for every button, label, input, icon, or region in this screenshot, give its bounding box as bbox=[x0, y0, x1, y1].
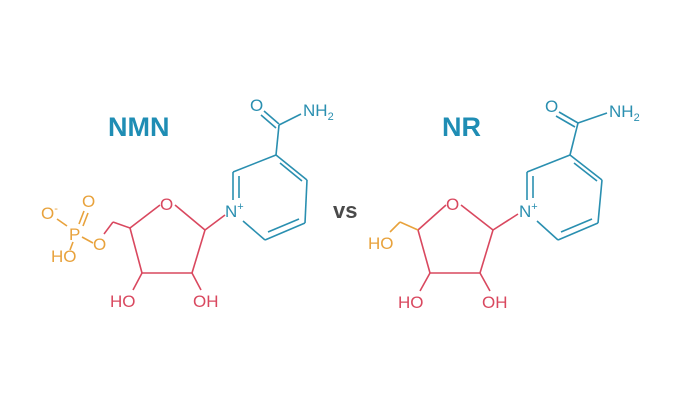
nmn-ring-o: O bbox=[160, 195, 173, 214]
nmn-amide-nh: NH2 bbox=[303, 101, 334, 123]
nmn-hydroxyl-left: HO bbox=[110, 292, 136, 311]
nmn-phosphate bbox=[56, 210, 94, 251]
nmn-title: NMN bbox=[108, 112, 170, 142]
nr-ring-o: O bbox=[446, 195, 459, 214]
nmn-pyridinium-n: N+ bbox=[225, 201, 244, 221]
nmn-ester-o: O bbox=[93, 235, 106, 254]
nr-pyridinium-n: N+ bbox=[519, 201, 538, 221]
nr-title: NR bbox=[442, 112, 481, 142]
nr-nicotinamide bbox=[526, 111, 608, 241]
nr-amide-nh: NH2 bbox=[609, 102, 640, 124]
nmn-phosphate-o-double: O bbox=[82, 192, 95, 211]
nr-ribose bbox=[417, 204, 519, 292]
nr-hydroxyl-right: OH bbox=[482, 293, 508, 312]
nmn-phosphate-ho: HO bbox=[51, 247, 77, 266]
nr-primary-alcohol-bond bbox=[389, 221, 419, 233]
nmn-hydroxyl-right: OH bbox=[193, 292, 219, 311]
nr-molecule: NR O NH2 N+ bbox=[368, 97, 640, 312]
nmn-nicotinamide bbox=[232, 110, 308, 241]
nmn-molecule: NMN O NH2 N+ bbox=[41, 96, 334, 311]
nr-hydroxyl-left: HO bbox=[398, 293, 424, 312]
nr-primary-ho: HO bbox=[368, 234, 394, 253]
nmn-phosphate-p: P bbox=[69, 225, 80, 244]
nr-carbonyl-o: O bbox=[545, 97, 558, 116]
nmn-carbonyl-o: O bbox=[250, 96, 263, 115]
nmn-ribose bbox=[103, 204, 226, 291]
nmn-phosphate-o-minus: O- bbox=[41, 203, 58, 223]
vs-label: vs bbox=[333, 198, 357, 223]
